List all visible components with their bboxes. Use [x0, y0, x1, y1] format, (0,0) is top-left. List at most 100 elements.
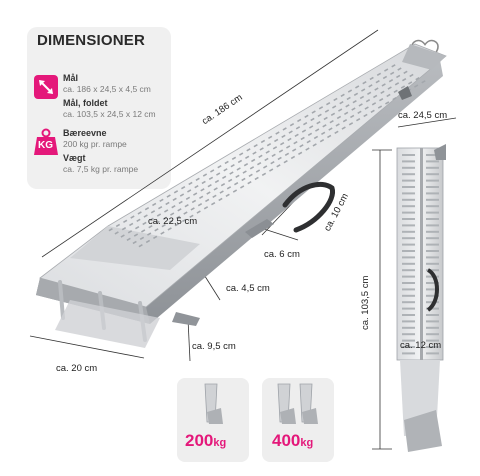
perforation [156, 213, 162, 217]
perforation [201, 180, 206, 185]
perforation [426, 179, 439, 182]
perforation [216, 172, 221, 176]
perforation [318, 106, 324, 110]
perforation [301, 129, 307, 133]
spec-label-size: Mål [63, 73, 79, 83]
perforation [108, 228, 113, 232]
perforation [426, 320, 439, 323]
perforation [199, 195, 204, 199]
perforation [123, 219, 128, 223]
weight-icon-text: KG [38, 140, 53, 151]
perforation [367, 91, 372, 95]
perforation [253, 143, 258, 148]
perforation [174, 222, 180, 227]
perforation [312, 143, 317, 147]
perforation [402, 211, 415, 214]
perforation [246, 148, 251, 152]
perforation [275, 131, 280, 135]
perforation [188, 181, 193, 186]
perforation [362, 80, 367, 85]
perforation [210, 169, 215, 173]
perforation [311, 110, 316, 114]
perforation [242, 170, 247, 174]
spec-value-weight: ca. 7,5 kg pr. rampe [63, 164, 139, 174]
perforation [356, 118, 361, 122]
perforation [384, 68, 389, 72]
perforation [402, 262, 415, 265]
spec-label-weight: Vægt [63, 153, 86, 163]
capacity-single: 200kg [185, 431, 227, 450]
perforation [265, 150, 270, 154]
perforation [402, 307, 415, 310]
perforation [371, 102, 377, 106]
perforation [426, 205, 439, 208]
perforation [332, 105, 337, 109]
perforation [363, 113, 368, 118]
perforation [178, 200, 183, 205]
perforation [269, 168, 274, 172]
perforation [276, 164, 281, 168]
perforation [254, 176, 259, 181]
perforation [154, 228, 159, 232]
perforation [183, 211, 188, 215]
dim-folded-height: ca. 103,5 cm [360, 275, 371, 330]
perforation [235, 174, 240, 178]
perforation [234, 182, 239, 186]
perforation [385, 101, 390, 105]
perforation [211, 201, 216, 206]
perforation [358, 103, 363, 107]
perforation [426, 333, 439, 336]
perforation [305, 147, 310, 151]
perforation [225, 193, 230, 197]
perforation [402, 237, 415, 240]
perforation [421, 80, 426, 84]
perforation [426, 288, 439, 291]
perforation [171, 204, 176, 209]
perforation [327, 134, 332, 139]
perforation [323, 116, 328, 121]
perforation [272, 146, 278, 150]
single-ramp-icon [204, 383, 223, 424]
perforation [352, 100, 357, 104]
perforation [402, 301, 415, 304]
perforation [129, 222, 134, 227]
perforation [426, 243, 439, 246]
perforation [115, 223, 121, 228]
perforation [387, 86, 392, 90]
perforation [282, 127, 287, 131]
perforation [338, 108, 343, 112]
perforation [289, 122, 295, 127]
perforation [249, 166, 255, 170]
perforation [177, 208, 182, 212]
perforation [369, 76, 374, 81]
perforation [179, 193, 185, 197]
perforation [197, 202, 203, 207]
perforation [341, 126, 346, 130]
perforation [375, 80, 380, 84]
perforation [388, 78, 394, 83]
perforation [402, 250, 415, 252]
perforation [241, 177, 246, 182]
perforation [400, 85, 406, 89]
perforation [288, 130, 293, 134]
perforation [402, 186, 415, 188]
perforation [187, 189, 192, 193]
perforation [121, 226, 127, 231]
perforation [426, 166, 439, 169]
perforation [335, 123, 340, 127]
perforation [173, 190, 179, 194]
perforation [281, 134, 286, 138]
perforation [344, 111, 349, 115]
perforation [392, 96, 397, 101]
perforation [278, 149, 284, 153]
perforation [248, 173, 253, 177]
perforation [263, 165, 268, 169]
perforation [402, 192, 415, 195]
perforation [402, 346, 415, 348]
perforation [374, 87, 379, 91]
perforation [143, 214, 148, 218]
perforation [414, 84, 419, 88]
perforation [299, 144, 304, 148]
perforation [380, 90, 385, 94]
perforation [148, 224, 153, 229]
